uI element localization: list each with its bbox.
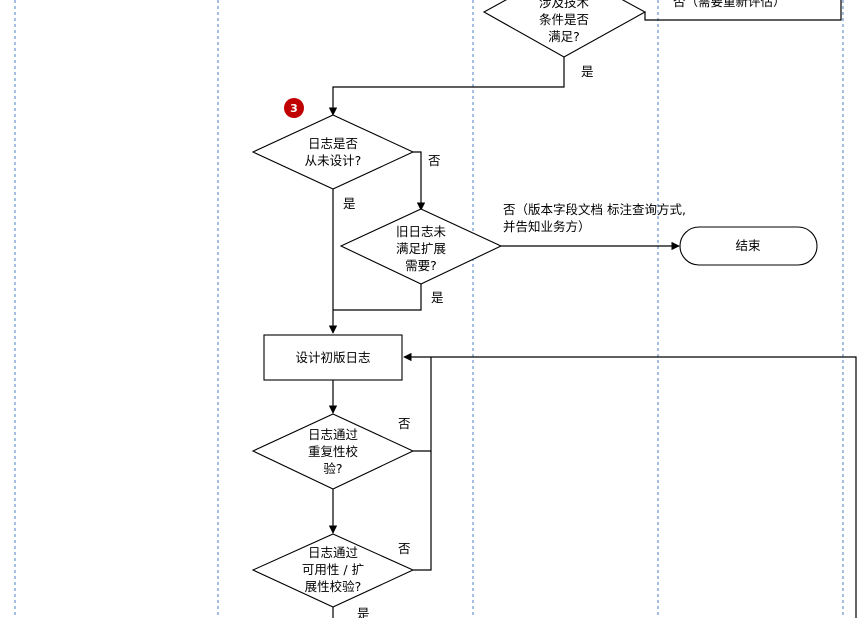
decision-old-log-line2: 满足扩展 xyxy=(396,241,446,256)
label-yes-3: 是 xyxy=(431,290,444,305)
connector-no-repeat-loop xyxy=(413,357,432,452)
decision-tech-condition-line1: 涉及技术 xyxy=(539,0,590,10)
decision-tech-condition-line2: 条件是否 xyxy=(539,12,589,27)
decision-repeat-line3: 验? xyxy=(323,461,342,476)
decision-old-log-line3: 需要? xyxy=(405,258,437,273)
label-no-reassess: 否（需要重新评估） xyxy=(673,0,786,9)
decision-usability-check[interactable]: 日志通过 可用性 / 扩 展性校验? xyxy=(251,533,415,608)
connector-no-reassess xyxy=(644,0,842,21)
decision-usability-line2: 可用性 / 扩 xyxy=(302,562,364,577)
decision-log-never-designed[interactable]: 日志是否 从未设计? xyxy=(251,114,415,190)
label-yes-2: 是 xyxy=(343,196,356,211)
decision-log-never-designed-line1: 日志是否 xyxy=(308,136,358,151)
terminator-end-label: 结束 xyxy=(735,238,761,253)
svg-text:3: 3 xyxy=(290,102,298,115)
connector-no-to-old-log xyxy=(413,151,426,211)
decision-tech-condition[interactable]: 涉及技术 条件是否 满足? xyxy=(482,0,647,58)
connector-no-usability-loop xyxy=(413,451,432,571)
label-yes-1: 是 xyxy=(581,64,594,79)
label-no-2: 否 xyxy=(398,416,411,431)
connector-yes-old-log-merge xyxy=(333,284,422,311)
label-yes-4: 是 xyxy=(357,606,370,618)
process-design-initial-log-label: 设计初版日志 xyxy=(295,350,370,365)
label-no-version-line1: 否（版本字段文档 标注查询方式, xyxy=(503,202,686,217)
decision-old-log-line1: 旧日志未 xyxy=(396,224,447,239)
decision-log-never-designed-line2: 从未设计? xyxy=(305,153,362,168)
process-design-initial-log[interactable]: 设计初版日志 xyxy=(263,334,403,381)
decision-repeat-line2: 重复性校 xyxy=(308,444,359,459)
decision-tech-condition-line3: 满足? xyxy=(548,29,580,44)
step-badge: 3 xyxy=(284,98,304,118)
decision-usability-line1: 日志通过 xyxy=(308,545,359,560)
decision-repeatability-check[interactable]: 日志通过 重复性校 验? xyxy=(251,413,415,490)
label-no-3: 否 xyxy=(398,541,411,556)
decision-usability-line3: 展性校验? xyxy=(305,579,362,594)
connector-yes-to-log-decision xyxy=(328,57,565,116)
swimlane-separators xyxy=(14,0,844,618)
label-no-1: 否 xyxy=(428,153,441,168)
connector-loop-from-right xyxy=(403,352,857,618)
terminator-end[interactable]: 结束 xyxy=(679,226,818,266)
decision-repeat-line1: 日志通过 xyxy=(308,427,359,442)
label-no-version-line2: 并告知业务方） xyxy=(503,219,591,234)
decision-old-log-insufficient[interactable]: 旧日志未 满足扩展 需要? xyxy=(339,208,503,285)
